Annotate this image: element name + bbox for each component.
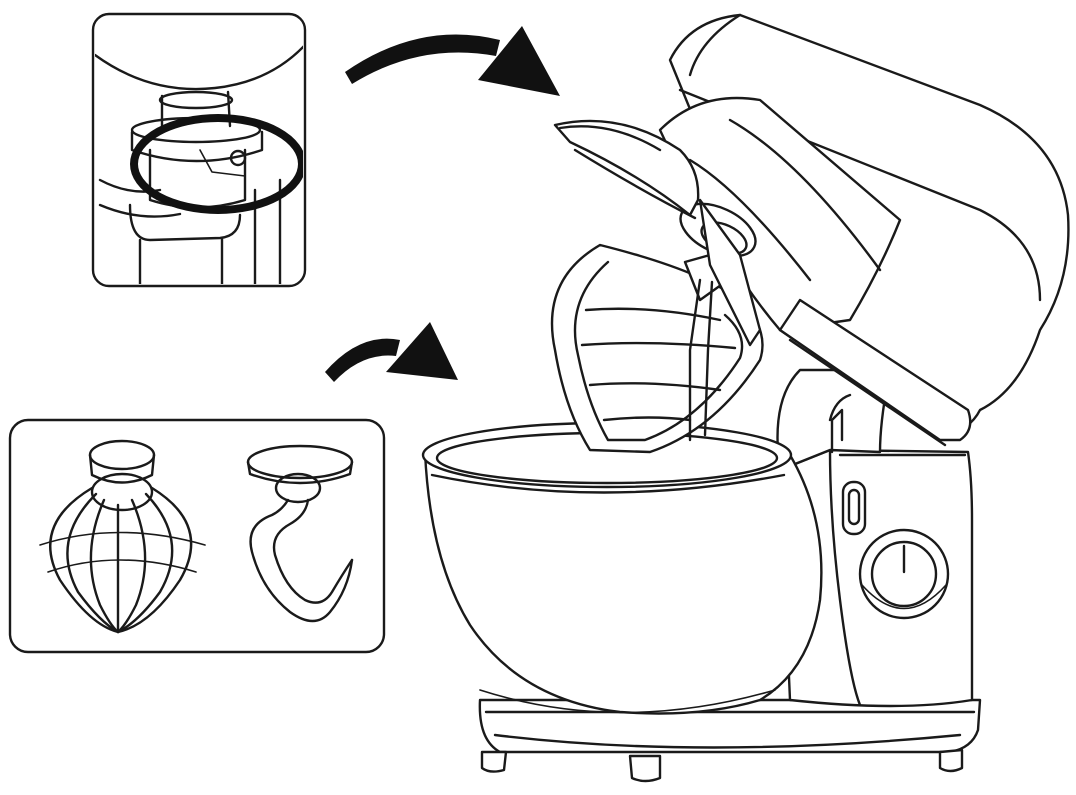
mixer-column — [776, 368, 974, 708]
coupling-pin — [229, 149, 247, 167]
whisk-icon — [39, 439, 206, 634]
speed-knob — [858, 528, 950, 620]
dough-hook-icon — [246, 444, 354, 623]
mixer-base — [478, 698, 982, 783]
accessories-inset-panel — [8, 418, 386, 654]
detail-inset-frame — [91, 12, 307, 288]
detail-inset-panel — [91, 12, 307, 288]
coupling-highlight-ring — [130, 114, 303, 214]
beater — [550, 243, 764, 454]
stand-mixer — [421, 13, 1070, 783]
mixer-head — [658, 13, 1070, 447]
mixing-bowl — [421, 421, 823, 715]
head-underside — [95, 43, 303, 91]
accessories-inset-frame — [8, 418, 386, 654]
detail-inset-content — [95, 43, 303, 284]
curved-arrow-to-bowl — [325, 322, 458, 382]
curved-arrow-to-head — [345, 26, 560, 96]
splash-guard — [553, 119, 762, 347]
